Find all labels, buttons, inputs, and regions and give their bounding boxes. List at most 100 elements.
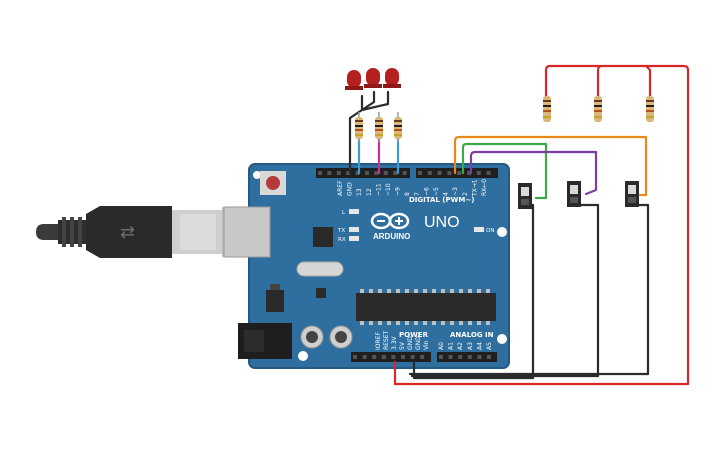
header-pin-hole[interactable] xyxy=(447,171,452,175)
header-pin-hole[interactable] xyxy=(402,171,407,175)
pin-label-a0: A0 xyxy=(438,342,445,350)
pin-label-gnd: GND xyxy=(415,336,422,350)
pin-label-ioref: IOREF xyxy=(375,332,382,350)
header-pin-hole[interactable] xyxy=(486,171,491,175)
pin-label--11: ~11 xyxy=(375,183,382,196)
header-pin-hole[interactable] xyxy=(448,355,453,359)
resistor-switch-2[interactable] xyxy=(594,96,602,122)
resistor-led-3[interactable] xyxy=(394,112,402,142)
header-pin-hole[interactable] xyxy=(355,171,360,175)
arduino-logo-icon xyxy=(370,212,410,230)
header-pin-hole[interactable] xyxy=(336,171,341,175)
wire-pin-3-green[interactable] xyxy=(461,142,548,200)
voltage-regulator xyxy=(266,290,284,312)
mounting-hole xyxy=(497,227,507,237)
led-3[interactable] xyxy=(383,68,401,88)
header-pin-hole[interactable] xyxy=(457,171,462,175)
led-1[interactable] xyxy=(345,70,363,90)
wire-pin-2-purple[interactable] xyxy=(469,150,598,196)
usb-symbol-icon: ⇄ xyxy=(120,222,135,243)
on-led xyxy=(474,227,484,232)
header-pin-hole[interactable] xyxy=(362,355,367,359)
pin-label-vin: Vin xyxy=(423,340,430,350)
switches xyxy=(518,181,639,209)
pin-label-rx-0: RX←0 xyxy=(481,179,488,196)
header-pin-hole[interactable] xyxy=(383,171,388,175)
wire-pin-4-orange[interactable] xyxy=(453,135,648,197)
header-pin-hole[interactable] xyxy=(458,355,463,359)
l-led xyxy=(349,209,359,214)
pin-label-aref: AREF xyxy=(337,180,344,196)
header-pin-hole[interactable] xyxy=(327,171,332,175)
resistor-switch-1[interactable] xyxy=(543,96,551,122)
crystal-oscillator xyxy=(296,261,344,277)
resistor-led-1[interactable] xyxy=(355,112,363,142)
header-pin-hole[interactable] xyxy=(401,355,405,359)
pin-label-gnd: GND xyxy=(347,182,354,196)
slide-switch-1[interactable] xyxy=(518,183,532,209)
pin-label-5v: 5V xyxy=(399,341,406,350)
header-pin-hole[interactable] xyxy=(346,171,351,175)
header-pin-hole[interactable] xyxy=(418,171,422,175)
digital-header-low xyxy=(416,168,498,178)
header-pin-hole[interactable] xyxy=(427,171,432,175)
pin-label-12: 12 xyxy=(366,188,373,196)
digital-header-label: DIGITAL (PWM~) xyxy=(409,196,474,204)
pin-label--5: ~5 xyxy=(433,187,440,196)
pin-label--6: ~6 xyxy=(423,187,430,196)
leds xyxy=(345,68,401,90)
header-pin-hole[interactable] xyxy=(477,355,482,359)
rx-led xyxy=(349,236,359,241)
power-header xyxy=(351,352,431,362)
header-pin-hole[interactable] xyxy=(420,355,425,359)
mounting-hole xyxy=(298,351,308,361)
header-pin-hole[interactable] xyxy=(487,355,491,359)
usb-cable: ⇄ xyxy=(36,206,252,258)
header-pin-hole[interactable] xyxy=(372,355,377,359)
reset-button-cap xyxy=(266,176,280,190)
slide-switch-3[interactable] xyxy=(625,181,639,207)
pin-label-3-3v: 3.3V xyxy=(391,335,398,350)
wire-led-ground[interactable] xyxy=(348,90,390,175)
header-pin-hole[interactable] xyxy=(391,355,396,359)
pin-label-8: 8 xyxy=(404,192,411,196)
header-pin-hole[interactable] xyxy=(439,355,443,359)
atmega-chip xyxy=(356,293,496,321)
usb-chip xyxy=(313,227,333,247)
rx-led-label: RX xyxy=(338,237,346,243)
wire-switch2-ground[interactable] xyxy=(410,203,600,378)
led-2[interactable] xyxy=(364,68,382,88)
slide-switch-2[interactable] xyxy=(567,181,581,207)
header-pin-hole[interactable] xyxy=(476,171,481,175)
wire-5v-red[interactable] xyxy=(393,64,690,386)
mounting-hole xyxy=(253,171,261,179)
switch-resistors xyxy=(543,96,654,122)
pin-label-a2: A2 xyxy=(457,342,464,350)
resistor-switch-3[interactable] xyxy=(646,96,654,122)
on-led-label: ON xyxy=(486,228,494,234)
pin-label-reset: RESET xyxy=(383,330,390,350)
header-pin-hole[interactable] xyxy=(410,355,415,359)
mounting-hole xyxy=(497,334,507,344)
tx-led-label: TX xyxy=(337,228,345,234)
header-pin-hole[interactable] xyxy=(353,355,357,359)
pin-label--3: ~3 xyxy=(452,187,459,196)
header-pin-hole[interactable] xyxy=(393,171,398,175)
pin-label-a5: A5 xyxy=(486,342,493,350)
wire-switch3-ground[interactable] xyxy=(408,203,650,376)
header-pin-hole[interactable] xyxy=(318,171,322,175)
header-pin-hole[interactable] xyxy=(381,355,386,359)
arduino-uno-board[interactable]: L TX RX ON ARDUINO UNO DIGITAL (PWM~) PO… xyxy=(223,163,510,369)
header-pin-hole[interactable] xyxy=(365,171,369,175)
header-pin-hole[interactable] xyxy=(467,171,471,175)
header-pin-hole[interactable] xyxy=(437,171,442,175)
header-pin-hole[interactable] xyxy=(467,355,472,359)
resistor-led-2[interactable] xyxy=(375,112,383,142)
pin-label-gnd: GND xyxy=(407,336,414,350)
pin-label--9: ~9 xyxy=(395,187,402,196)
analog-header xyxy=(437,352,497,362)
header-pin-hole[interactable] xyxy=(374,171,379,175)
